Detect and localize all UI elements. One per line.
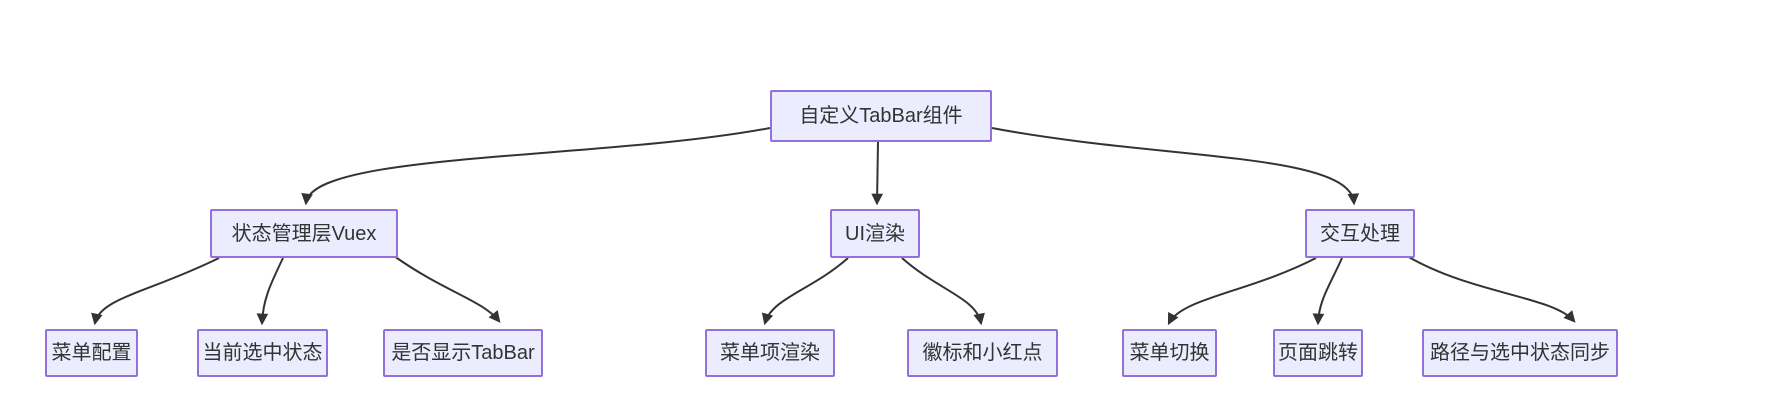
node-menu-switch: 菜单切换	[1122, 329, 1217, 377]
edge-interact-to-page-jump	[1312, 257, 1343, 326]
edge-root-to-ui	[871, 141, 883, 206]
edge-vuex-to-show-tabbar	[393, 255, 501, 323]
node-menu-config: 菜单配置	[45, 329, 138, 377]
edge-interact-to-menu-switch	[1167, 257, 1317, 326]
edge-interact-to-path-sync	[1406, 255, 1576, 323]
node-badge-and-red-dot: 徽标和小红点	[907, 329, 1058, 377]
edge-ui-to-item-render	[761, 257, 849, 326]
node-show-tabbar: 是否显示TabBar	[383, 329, 543, 377]
node-state-management-vuex: 状态管理层Vuex	[210, 209, 398, 258]
node-menu-item-render: 菜单项渲染	[705, 329, 835, 377]
node-ui-render: UI渲染	[830, 209, 920, 258]
node-path-state-sync: 路径与选中状态同步	[1422, 329, 1618, 377]
node-root: 自定义TabBar组件	[770, 90, 992, 142]
edge-root-to-interact	[991, 127, 1360, 206]
edge-vuex-to-current-state	[256, 257, 284, 326]
node-page-jump: 页面跳转	[1273, 329, 1363, 377]
node-interaction-handling: 交互处理	[1305, 209, 1415, 258]
edge-root-to-vuex	[301, 127, 771, 206]
edge-ui-to-badge	[901, 257, 985, 326]
node-current-selected-state: 当前选中状态	[197, 329, 328, 377]
edge-vuex-to-menu-config	[91, 257, 220, 326]
